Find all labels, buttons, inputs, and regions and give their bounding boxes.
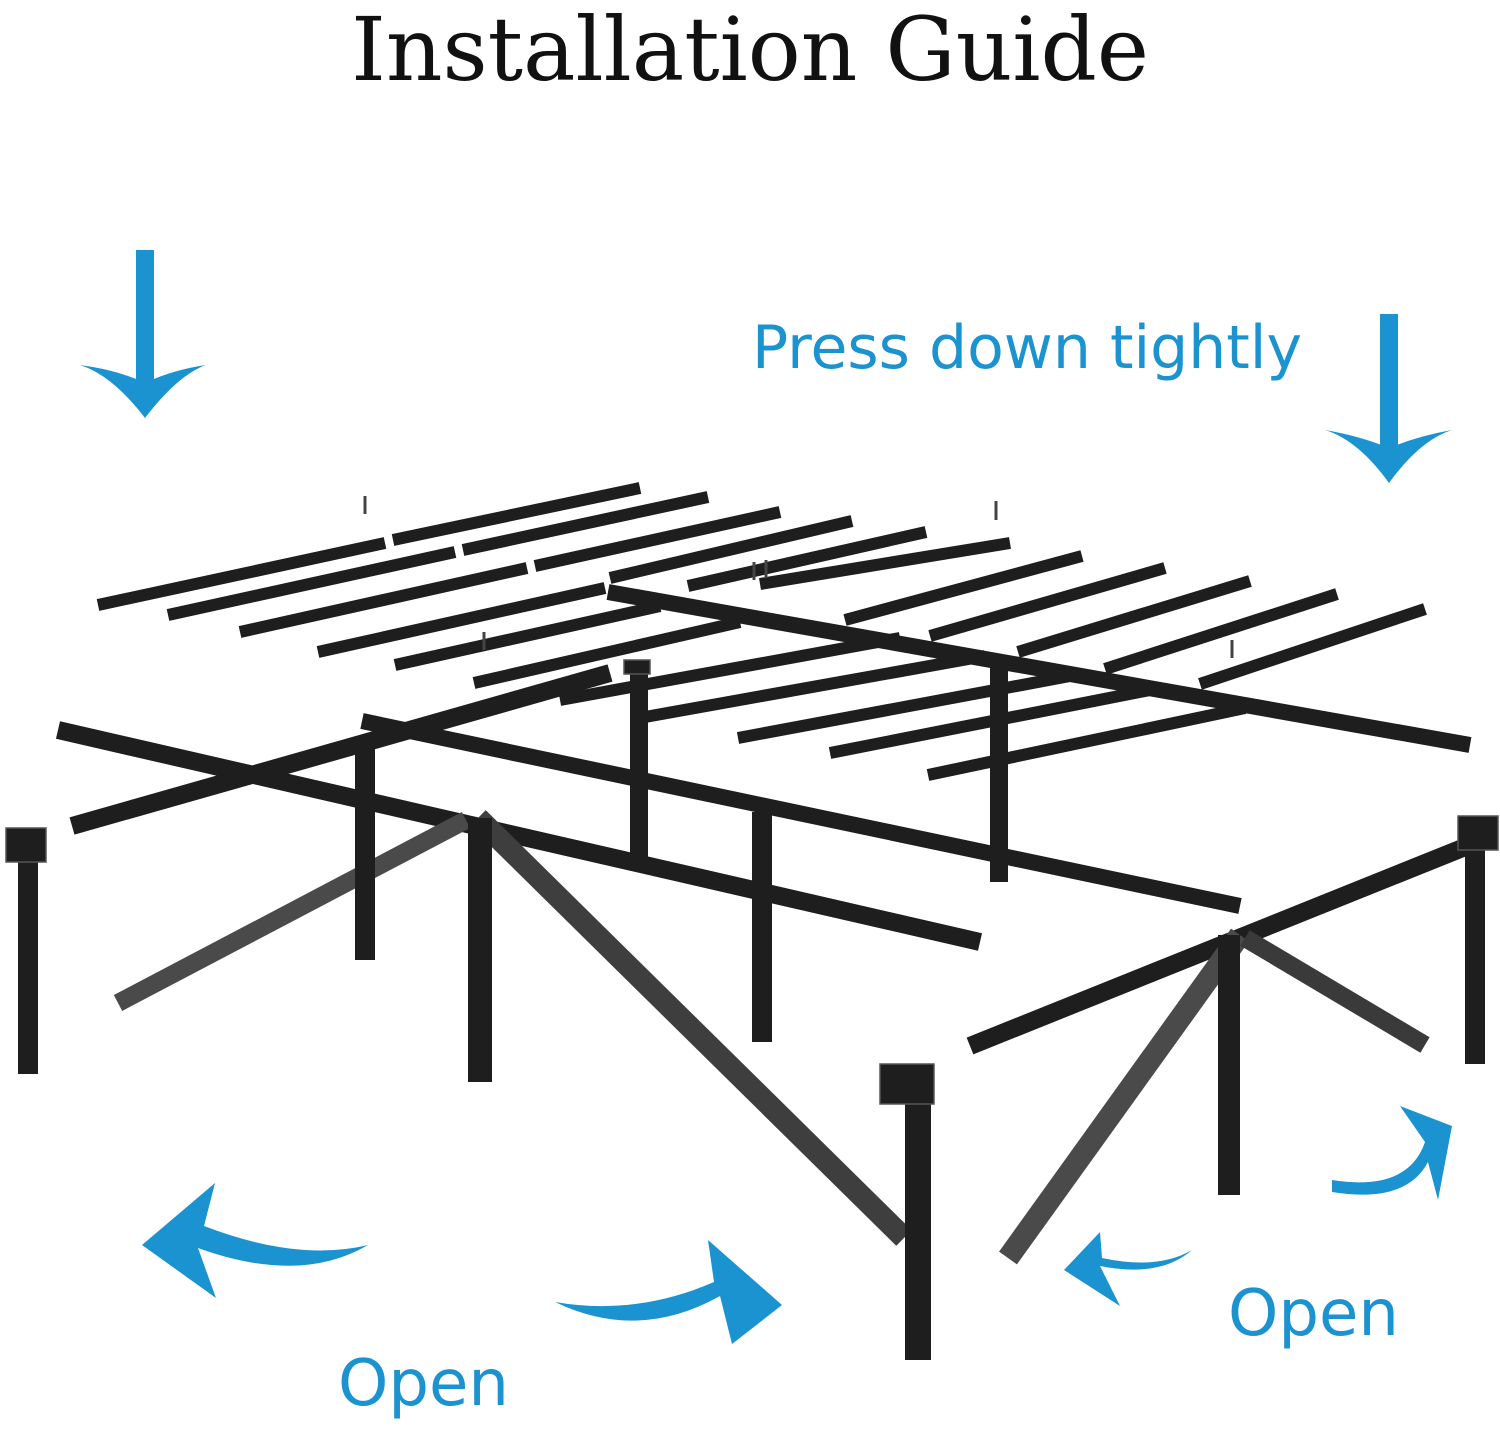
open-label-right: Open xyxy=(1228,1277,1399,1351)
slat xyxy=(736,670,1072,744)
leg xyxy=(752,812,772,1042)
leg xyxy=(990,668,1008,882)
open-arrows xyxy=(142,1106,1452,1344)
slat xyxy=(686,526,928,592)
slat xyxy=(1198,603,1427,690)
middle-long-rail xyxy=(360,713,1242,914)
slat xyxy=(759,537,1011,590)
leg xyxy=(355,738,375,960)
leg xyxy=(905,1076,931,1360)
slat xyxy=(238,562,529,638)
curved-arrow-up-right-icon xyxy=(1332,1106,1452,1200)
bracket xyxy=(5,827,47,863)
support-arms xyxy=(113,810,1430,1265)
corner-brackets xyxy=(5,659,1499,1105)
right-arm-front xyxy=(999,928,1249,1265)
rails xyxy=(55,584,1499,1055)
leg xyxy=(18,840,38,1074)
curved-arrow-left-icon xyxy=(142,1183,368,1298)
open-label-left: Open xyxy=(338,1347,509,1421)
bolts xyxy=(363,496,1234,658)
left-arm-front xyxy=(470,810,912,1246)
page-title: Installation Guide xyxy=(351,0,1149,101)
press-down-arrows xyxy=(80,250,1452,483)
slat xyxy=(166,546,457,621)
leg xyxy=(468,818,492,1082)
leg xyxy=(1465,840,1485,1064)
slat xyxy=(558,632,902,706)
curved-arrow-inward-icon xyxy=(1064,1232,1192,1306)
bracket xyxy=(879,1063,935,1105)
slat xyxy=(391,482,642,546)
slat xyxy=(533,506,782,572)
right-arm-back xyxy=(1240,930,1430,1053)
slat xyxy=(1016,575,1252,658)
legs xyxy=(18,666,1485,1360)
leg xyxy=(1218,935,1240,1195)
slat xyxy=(316,582,607,658)
slat xyxy=(461,491,710,556)
bracket xyxy=(1457,815,1499,851)
slat xyxy=(926,702,1247,781)
bracket xyxy=(623,659,651,675)
slats xyxy=(96,482,1427,781)
slat xyxy=(393,600,662,671)
bed-frame xyxy=(5,482,1499,1360)
left-long-rail xyxy=(55,721,983,951)
slat xyxy=(608,515,854,584)
arrow-down-right-icon xyxy=(1325,314,1452,483)
press-down-label: Press down tightly xyxy=(752,313,1302,383)
slat xyxy=(1103,588,1339,675)
slat xyxy=(96,537,387,611)
leg xyxy=(630,666,648,864)
slat xyxy=(472,616,742,689)
slat xyxy=(843,550,1084,626)
slat xyxy=(928,562,1167,642)
center-rail xyxy=(606,584,1472,753)
arrow-down-left-icon xyxy=(80,250,206,418)
curved-arrow-right-icon xyxy=(555,1240,782,1344)
left-arm-back xyxy=(113,812,471,1011)
slat xyxy=(643,650,987,723)
left-cross-rail xyxy=(69,664,613,835)
